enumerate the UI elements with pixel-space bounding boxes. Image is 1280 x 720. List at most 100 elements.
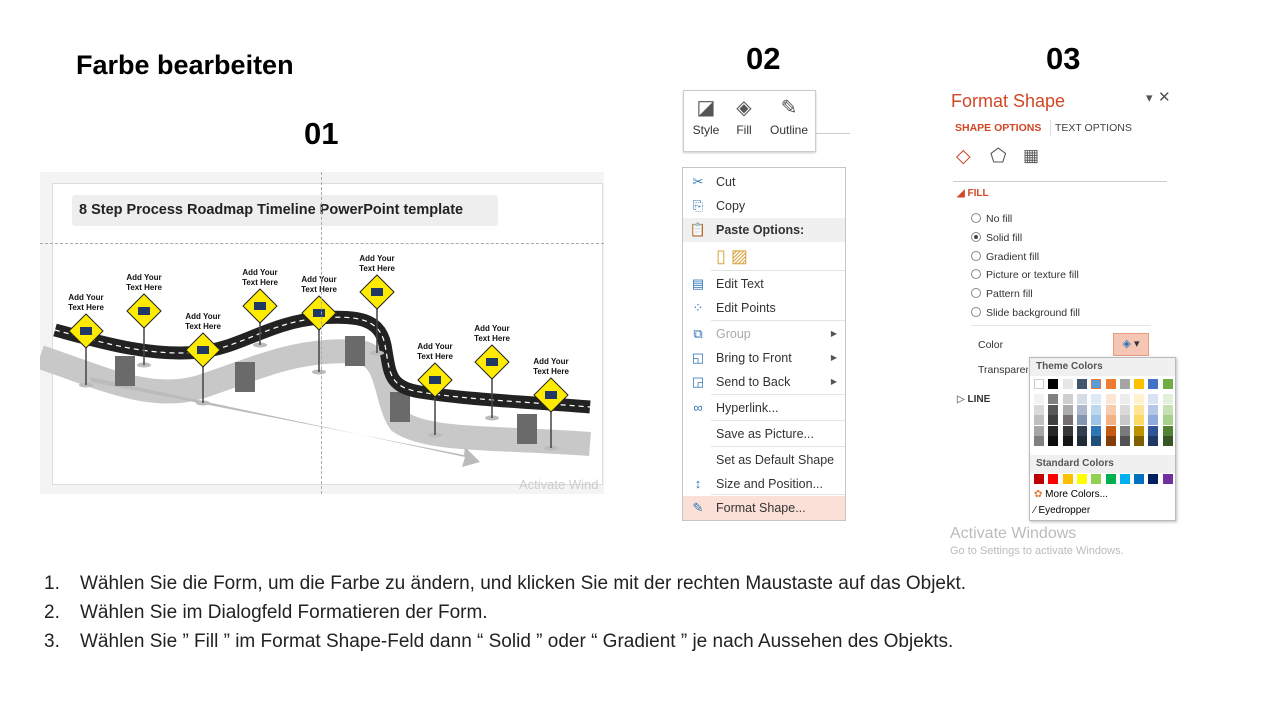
shade-color-swatch[interactable] — [1076, 415, 1087, 425]
standard-color-swatch[interactable] — [1162, 474, 1173, 484]
shade-color-swatch[interactable] — [1162, 394, 1173, 404]
shade-color-swatch[interactable] — [1034, 394, 1044, 404]
shade-color-swatch[interactable] — [1134, 436, 1145, 446]
shade-color-swatch[interactable] — [1148, 415, 1159, 425]
fill-option-radio[interactable]: Picture or texture fill — [971, 269, 1079, 281]
standard-color-swatch[interactable] — [1119, 474, 1130, 484]
shade-color-swatch[interactable] — [1062, 415, 1073, 425]
menu-item-set-as-default-shape[interactable]: Set as Default Shape — [683, 448, 845, 472]
shade-color-swatch[interactable] — [1105, 404, 1116, 415]
color-picker-button[interactable]: ◈ ▾ — [1113, 333, 1149, 356]
menu-item-group[interactable]: ⧉Group▶ — [683, 322, 845, 346]
shade-color-swatch[interactable] — [1134, 394, 1145, 404]
standard-color-swatch[interactable] — [1034, 474, 1044, 484]
size-properties-icon[interactable]: ▦ — [1023, 146, 1040, 165]
theme-color-swatch[interactable] — [1062, 379, 1073, 389]
line-section-header[interactable]: ▷ LINE — [957, 394, 990, 405]
standard-color-swatch[interactable] — [1048, 474, 1059, 484]
shade-color-swatch[interactable] — [1076, 404, 1087, 415]
shade-color-swatch[interactable] — [1062, 404, 1073, 415]
shade-color-swatch[interactable] — [1076, 436, 1087, 446]
menu-item-edit-points[interactable]: ⁘Edit Points — [683, 296, 845, 320]
shade-color-swatch[interactable] — [1148, 436, 1159, 446]
shade-color-swatch[interactable] — [1076, 394, 1087, 404]
fill-option-radio[interactable]: No fill — [971, 213, 1012, 225]
standard-color-swatch[interactable] — [1148, 474, 1159, 484]
effects-icon[interactable]: ⬠ — [990, 146, 1007, 167]
menu-item-hyperlink[interactable]: ∞Hyperlink... — [683, 396, 845, 420]
shade-color-swatch[interactable] — [1091, 425, 1102, 436]
close-icon[interactable]: ✕ — [1158, 89, 1171, 106]
paste-keep-formatting-icon[interactable]: ▯ — [716, 246, 726, 266]
pane-options-icon[interactable]: ▾ — [1146, 90, 1153, 105]
shade-color-swatch[interactable] — [1048, 415, 1059, 425]
menu-item-bring-to-front[interactable]: ◱Bring to Front▶ — [683, 346, 845, 370]
fill-line-icon[interactable]: ◇ — [956, 146, 971, 167]
theme-color-swatch[interactable] — [1091, 379, 1102, 389]
standard-color-swatch[interactable] — [1076, 474, 1087, 484]
shade-color-swatch[interactable] — [1105, 436, 1116, 446]
shade-color-swatch[interactable] — [1034, 415, 1044, 425]
menu-item-save-as-picture[interactable]: Save as Picture... — [683, 422, 845, 446]
radio-button[interactable] — [971, 250, 981, 261]
shade-color-swatch[interactable] — [1119, 415, 1130, 425]
shade-color-swatch[interactable] — [1048, 394, 1059, 404]
standard-color-swatch[interactable] — [1105, 474, 1116, 484]
shade-color-swatch[interactable] — [1105, 394, 1116, 404]
fill-option-radio[interactable]: Pattern fill — [971, 288, 1033, 300]
menu-item-format-shape[interactable]: ✎Format Shape... — [683, 496, 845, 520]
radio-button[interactable] — [971, 231, 981, 242]
shade-color-swatch[interactable] — [1091, 436, 1102, 446]
shade-color-swatch[interactable] — [1105, 425, 1116, 436]
style-button[interactable]: ◪Style — [688, 95, 724, 137]
shade-color-swatch[interactable] — [1119, 436, 1130, 446]
shade-color-swatch[interactable] — [1034, 425, 1044, 436]
outline-button[interactable]: ✎Outline — [766, 95, 812, 137]
shade-color-swatch[interactable] — [1062, 394, 1073, 404]
fill-button[interactable]: ◈Fill — [729, 95, 759, 137]
radio-button[interactable] — [971, 269, 981, 280]
menu-item-cut[interactable]: ✂Cut — [683, 170, 845, 194]
fill-section-header[interactable]: ◢ FILL — [957, 188, 989, 199]
more-colors-item[interactable]: ✿ More Colors... — [1034, 489, 1108, 500]
shade-color-swatch[interactable] — [1162, 404, 1173, 415]
shade-color-swatch[interactable] — [1048, 436, 1059, 446]
shade-color-swatch[interactable] — [1162, 436, 1173, 446]
theme-color-swatch[interactable] — [1076, 379, 1087, 389]
shade-color-swatch[interactable] — [1048, 425, 1059, 436]
tab-text-options[interactable]: TEXT OPTIONS — [1055, 122, 1132, 134]
shade-color-swatch[interactable] — [1148, 404, 1159, 415]
fill-option-radio[interactable]: Solid fill — [971, 231, 1022, 244]
theme-color-swatch[interactable] — [1134, 379, 1145, 389]
theme-color-swatch[interactable] — [1119, 379, 1130, 389]
shade-color-swatch[interactable] — [1119, 425, 1130, 436]
menu-item-copy[interactable]: ⎘Copy — [683, 194, 845, 218]
shade-color-swatch[interactable] — [1134, 415, 1145, 425]
shade-color-swatch[interactable] — [1091, 394, 1102, 404]
standard-color-swatch[interactable] — [1134, 474, 1145, 484]
shade-color-swatch[interactable] — [1105, 415, 1116, 425]
menu-item-send-to-back[interactable]: ◲Send to Back▶ — [683, 370, 845, 394]
radio-button[interactable] — [971, 307, 981, 317]
eyedropper-item[interactable]: ⁄ Eyedropper — [1034, 505, 1090, 516]
tab-shape-options[interactable]: SHAPE OPTIONS — [955, 122, 1042, 134]
radio-button[interactable] — [971, 213, 981, 223]
shade-color-swatch[interactable] — [1062, 425, 1073, 436]
standard-color-swatch[interactable] — [1091, 474, 1102, 484]
radio-button[interactable] — [971, 288, 981, 299]
shade-color-swatch[interactable] — [1148, 425, 1159, 436]
shade-color-swatch[interactable] — [1091, 404, 1102, 415]
shade-color-swatch[interactable] — [1119, 404, 1130, 415]
menu-item-edit-text[interactable]: ▤Edit Text — [683, 272, 845, 296]
shade-color-swatch[interactable] — [1034, 436, 1044, 446]
shade-color-swatch[interactable] — [1062, 436, 1073, 446]
fill-option-radio[interactable]: Gradient fill — [971, 250, 1039, 263]
shade-color-swatch[interactable] — [1134, 425, 1145, 436]
shade-color-swatch[interactable] — [1134, 404, 1145, 415]
shade-color-swatch[interactable] — [1048, 404, 1059, 415]
theme-color-swatch[interactable] — [1162, 379, 1173, 389]
theme-color-swatch[interactable] — [1048, 379, 1059, 389]
fill-option-radio[interactable]: Slide background fill — [971, 307, 1080, 319]
theme-color-swatch[interactable] — [1148, 379, 1159, 389]
shade-color-swatch[interactable] — [1162, 415, 1173, 425]
